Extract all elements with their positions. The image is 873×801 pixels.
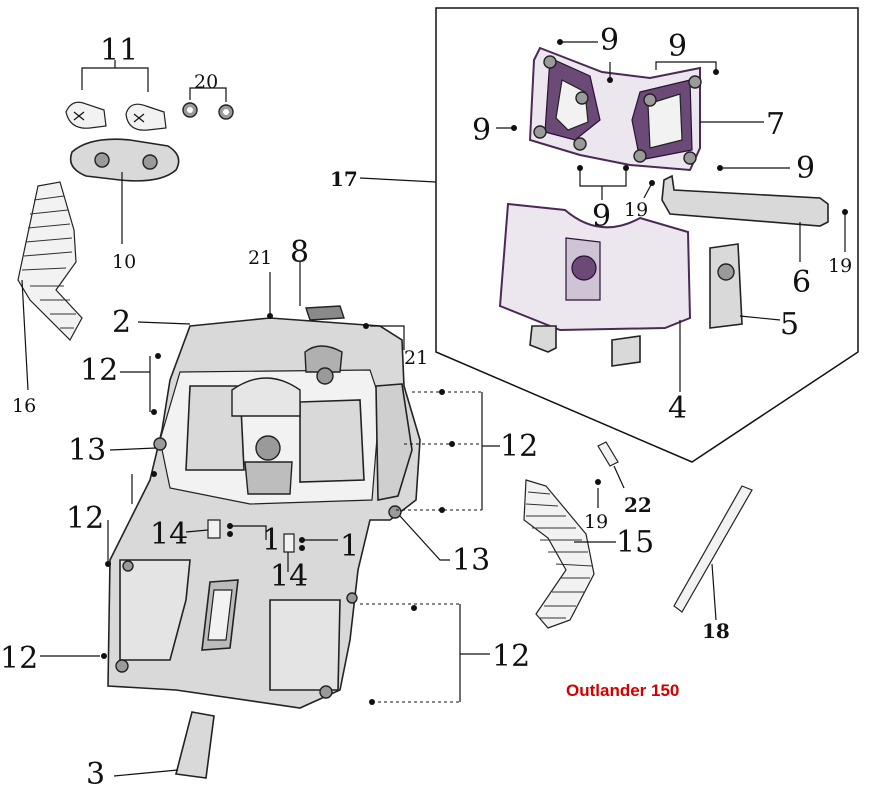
part-22-pin	[597, 441, 619, 467]
main-fasteners	[101, 313, 601, 705]
callout-7: 7	[766, 107, 785, 142]
callout-16: 16	[12, 395, 36, 417]
inset-frame	[435, 7, 859, 463]
callout-12d: 12	[0, 641, 38, 676]
callout-3: 3	[86, 757, 105, 792]
part-14-clips	[207, 519, 305, 553]
callout-14b: 14	[270, 559, 308, 594]
callout-21a: 21	[248, 247, 272, 269]
callout-12c: 12	[66, 501, 104, 536]
callout-13b: 13	[452, 543, 490, 578]
callout-15: 15	[616, 525, 654, 560]
callout-1b: 1	[340, 529, 359, 564]
callout-19b: 19	[828, 255, 852, 277]
callout-9d: 9	[796, 151, 815, 186]
callout-2: 2	[112, 305, 131, 340]
main-front-panel	[107, 317, 421, 709]
callout-13a: 13	[68, 433, 106, 468]
part-5-small-panel	[709, 243, 743, 329]
main-leader-lines	[40, 177, 717, 703]
callout-17: 17	[330, 167, 358, 191]
part-11-screws	[65, 60, 167, 131]
part-20-nuts	[182, 87, 234, 120]
callout-labels: 9 9 9 9 9 7 19 19 6 5 4 17 11 20 10 21 8…	[0, 23, 852, 792]
model-label: Outlander 150	[566, 681, 679, 700]
callout-1a: 1	[262, 523, 281, 558]
callout-6: 6	[792, 265, 811, 300]
callout-10: 10	[112, 251, 136, 273]
callout-9c: 9	[472, 113, 491, 148]
callout-8: 8	[290, 235, 309, 270]
part-18-trim-strip	[673, 485, 753, 613]
callout-22: 22	[624, 493, 652, 517]
part-10-latch-plate	[69, 138, 180, 244]
callout-19c: 19	[584, 511, 608, 533]
callout-4: 4	[668, 391, 687, 426]
part-8-cap	[305, 305, 345, 321]
callout-5: 5	[780, 307, 799, 342]
callout-11: 11	[100, 33, 138, 68]
part-7-inner-bracket	[528, 46, 702, 172]
callout-21b: 21	[404, 347, 428, 369]
part-16-left-grille	[17, 181, 83, 391]
part-4-storage-box	[498, 202, 692, 367]
callout-12b: 12	[500, 429, 538, 464]
callout-18: 18	[702, 619, 730, 643]
callout-19a: 19	[624, 199, 648, 221]
callout-12e: 12	[492, 639, 530, 674]
part-6-upper-rail	[661, 174, 829, 227]
callout-12a: 12	[80, 353, 118, 388]
callout-9b: 9	[668, 29, 687, 64]
callout-14a: 14	[150, 517, 188, 552]
part-3-lower-plate	[113, 711, 215, 779]
callout-20: 20	[194, 71, 218, 93]
callout-9e: 9	[592, 199, 611, 234]
part-15-right-grille	[523, 479, 595, 629]
inset-leader-lines	[496, 41, 846, 392]
callout-9a: 9	[600, 23, 619, 58]
